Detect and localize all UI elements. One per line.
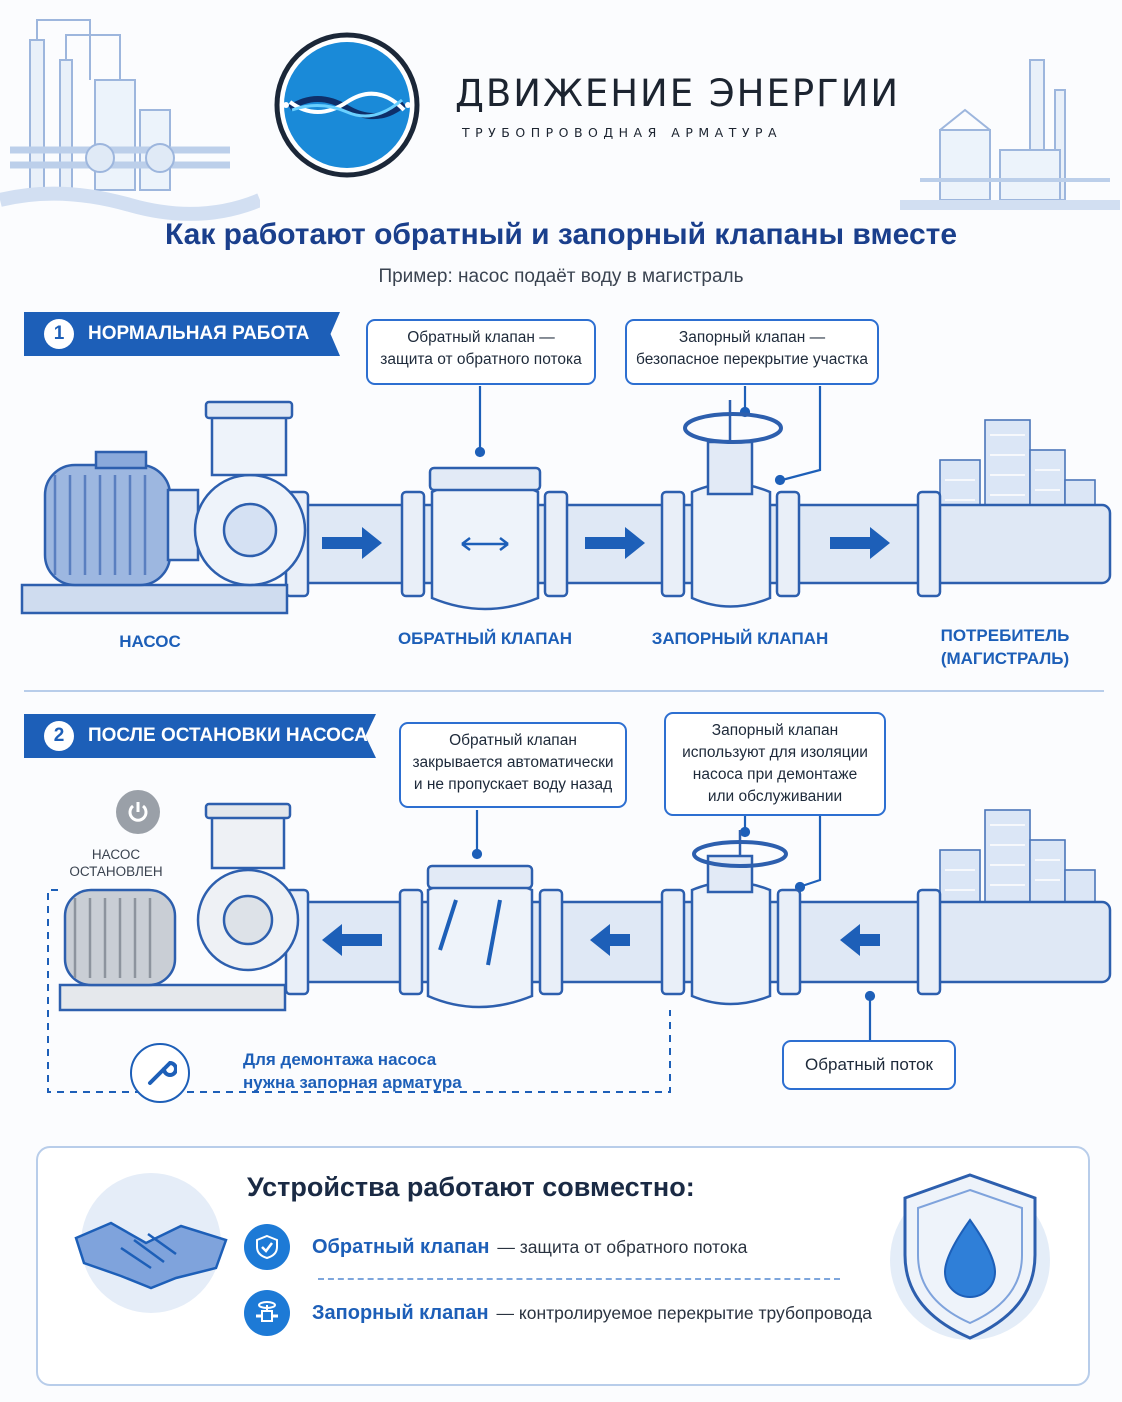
- summary-gate-desc: — контролируемое перекрытие трубопровода: [496, 1302, 873, 1323]
- pump-stopped-diagram: [47, 802, 1112, 1093]
- summary-title: Устройства работают совместно:: [247, 1172, 695, 1202]
- pipe-flanges: [284, 888, 942, 996]
- water-shield-icon: [890, 1173, 1050, 1340]
- callout-check-valve: Обратный клапан — защита от обратного по…: [366, 319, 596, 385]
- logo-emblem-icon: [274, 32, 420, 178]
- reverse-flow-label: Обратный поток: [782, 1040, 956, 1090]
- section-divider: [24, 690, 1104, 692]
- summary-gate-name: Запорный клапан: [312, 1301, 489, 1324]
- label-check-valve: ОБРАТНЫЙ КЛАПАН: [397, 629, 573, 648]
- callout-gate-valve: Запорный клапан — безопасное перекрытие …: [625, 319, 879, 385]
- wrench-icon: [130, 1043, 190, 1103]
- power-off-icon: [116, 790, 160, 834]
- section-title: НОРМАЛЬНАЯ РАБОТА: [88, 323, 310, 344]
- demount-note: Для демонтажа насоса нужна запорная арма…: [243, 1050, 462, 1092]
- check-valve-closed-icon: [426, 864, 534, 1009]
- pump-stopped-label: НАСОС ОСТАНОВЛЕН: [69, 847, 163, 879]
- dashed-outline: [47, 889, 671, 1093]
- industrial-sketch-right: [900, 59, 1120, 210]
- page-title: Как работают обратный и запорный клапаны…: [164, 218, 958, 251]
- page-subtitle: Пример: насос подаёт воду в магистраль: [378, 266, 744, 287]
- handshake-icon: [74, 1173, 228, 1313]
- callout-check-valve-closed: Обратный клапан закрывается автоматическ…: [399, 722, 627, 808]
- summary-check-desc: — защита от обратного потока: [497, 1236, 748, 1257]
- summary-check-name: Обратный клапан: [312, 1235, 490, 1258]
- reverse-flow-arrow-icon: [322, 924, 880, 956]
- section-number: 1: [44, 319, 74, 349]
- section-2-banner: 2 ПОСЛЕ ОСТАНОВКИ НАСОСА: [24, 714, 376, 758]
- label-pump: НАСОС: [119, 632, 181, 651]
- gate-valve-icon: [690, 830, 788, 1006]
- industrial-sketch-left: [0, 19, 260, 221]
- summary-row-gate: Запорный клапан — контролируемое перекры…: [244, 1290, 904, 1336]
- check-shield-icon: [244, 1224, 290, 1270]
- section-title: ПОСЛЕ ОСТАНОВКИ НАСОСА: [88, 725, 368, 746]
- summary-row-check: Обратный клапан — защита от обратного по…: [244, 1224, 884, 1270]
- callout-gate-valve-isolation: Запорный клапан используют для изоляции …: [664, 712, 886, 816]
- label-gate-valve: ЗАПОРНЫЙ КЛАПАН: [651, 629, 829, 648]
- section-1-banner: 1 НОРМАЛЬНАЯ РАБОТА: [24, 312, 340, 356]
- brand-tagline: ТРУБОПРОВОДНАЯ АРМАТУРА: [462, 125, 783, 140]
- summary-divider: [318, 1278, 840, 1280]
- flow-arrow-icon: [322, 527, 890, 559]
- pump-icon: [58, 802, 300, 1012]
- check-valve-icon: [428, 466, 542, 611]
- pump-icon: [20, 400, 307, 615]
- normal-operation-diagram: [20, 386, 1112, 615]
- brand-logo: [272, 30, 422, 180]
- gate-valve-icon: [683, 400, 783, 608]
- label-consumer: ПОТРЕБИТЕЛЬ (МАГИСТРАЛЬ): [940, 626, 1070, 668]
- brand-name: ДВИЖЕНИЕ ЭНЕРГИИ: [455, 72, 901, 115]
- gate-valve-icon: [244, 1290, 290, 1336]
- section-number: 2: [44, 721, 74, 751]
